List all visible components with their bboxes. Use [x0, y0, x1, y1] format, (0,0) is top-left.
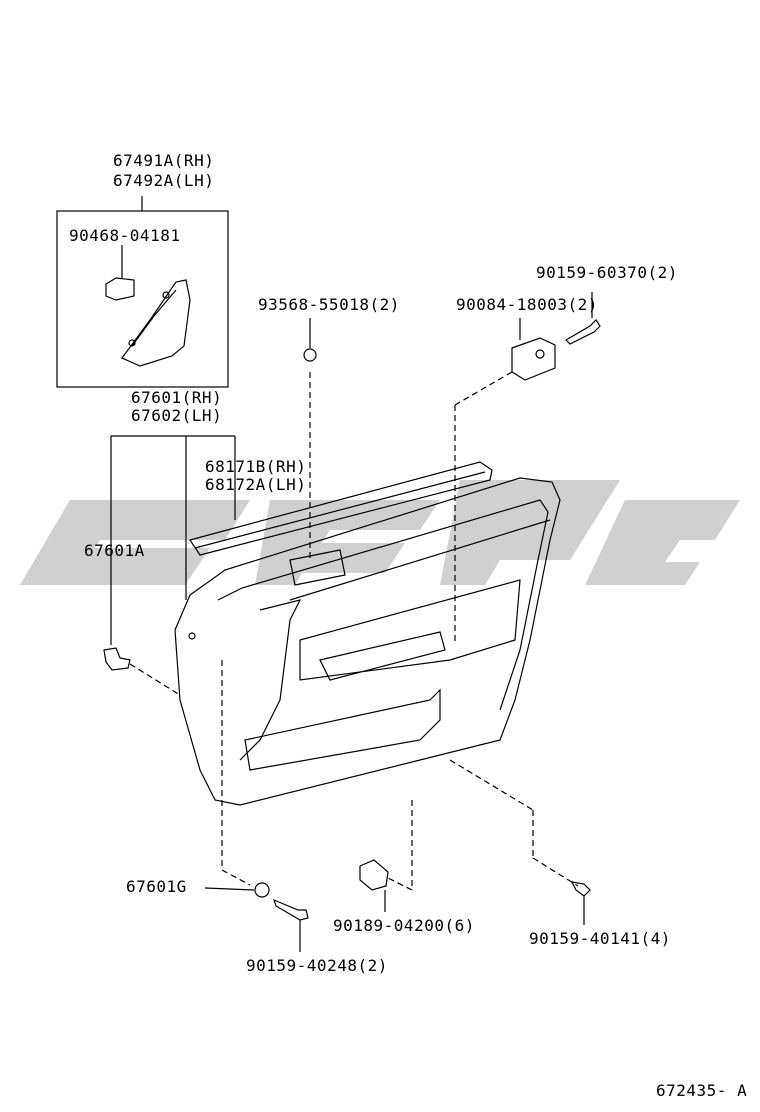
grille-group-box [56, 210, 229, 388]
screw-60370-icon [565, 319, 601, 345]
weatherstrip-icon [189, 461, 493, 556]
label-90159-40141: 90159-40141(4) [529, 929, 671, 948]
figure-number: 672435- A [656, 1081, 748, 1100]
label-90084: 90084-18003(2) [456, 295, 598, 314]
fastener-93568-icon [303, 348, 317, 362]
clip-90189-icon [359, 859, 389, 891]
clip-67601A-icon [103, 647, 131, 671]
door-trim-panel-icon [174, 477, 561, 806]
bracket-90084-icon [511, 337, 556, 381]
label-67601G: 67601G [126, 877, 187, 896]
screw-40248-icon [273, 898, 309, 921]
label-68172A: 68172A(LH) [205, 475, 307, 494]
label-90189: 90189-04200(6) [333, 916, 475, 935]
label-68171B: 68171B(RH) [205, 457, 307, 476]
label-67602: 67602(LH) [131, 406, 223, 425]
label-93568: 93568-55018(2) [258, 295, 400, 314]
screw-40141-icon [570, 881, 591, 897]
label-67601: 67601(RH) [131, 388, 223, 407]
label-90468: 90468-04181 [69, 226, 181, 245]
label-67491A: 67491A(RH) [113, 151, 215, 170]
label-90159-40248: 90159-40248(2) [246, 956, 388, 975]
washer-67601G-icon [254, 882, 270, 898]
corner-piece-icon [121, 279, 191, 367]
clip-90468-icon [105, 277, 135, 301]
label-67601A: 67601A [84, 541, 145, 560]
watermark-logo [20, 480, 740, 585]
label-90159-60370: 90159-60370(2) [536, 263, 678, 282]
label-67492A: 67492A(LH) [113, 171, 215, 190]
